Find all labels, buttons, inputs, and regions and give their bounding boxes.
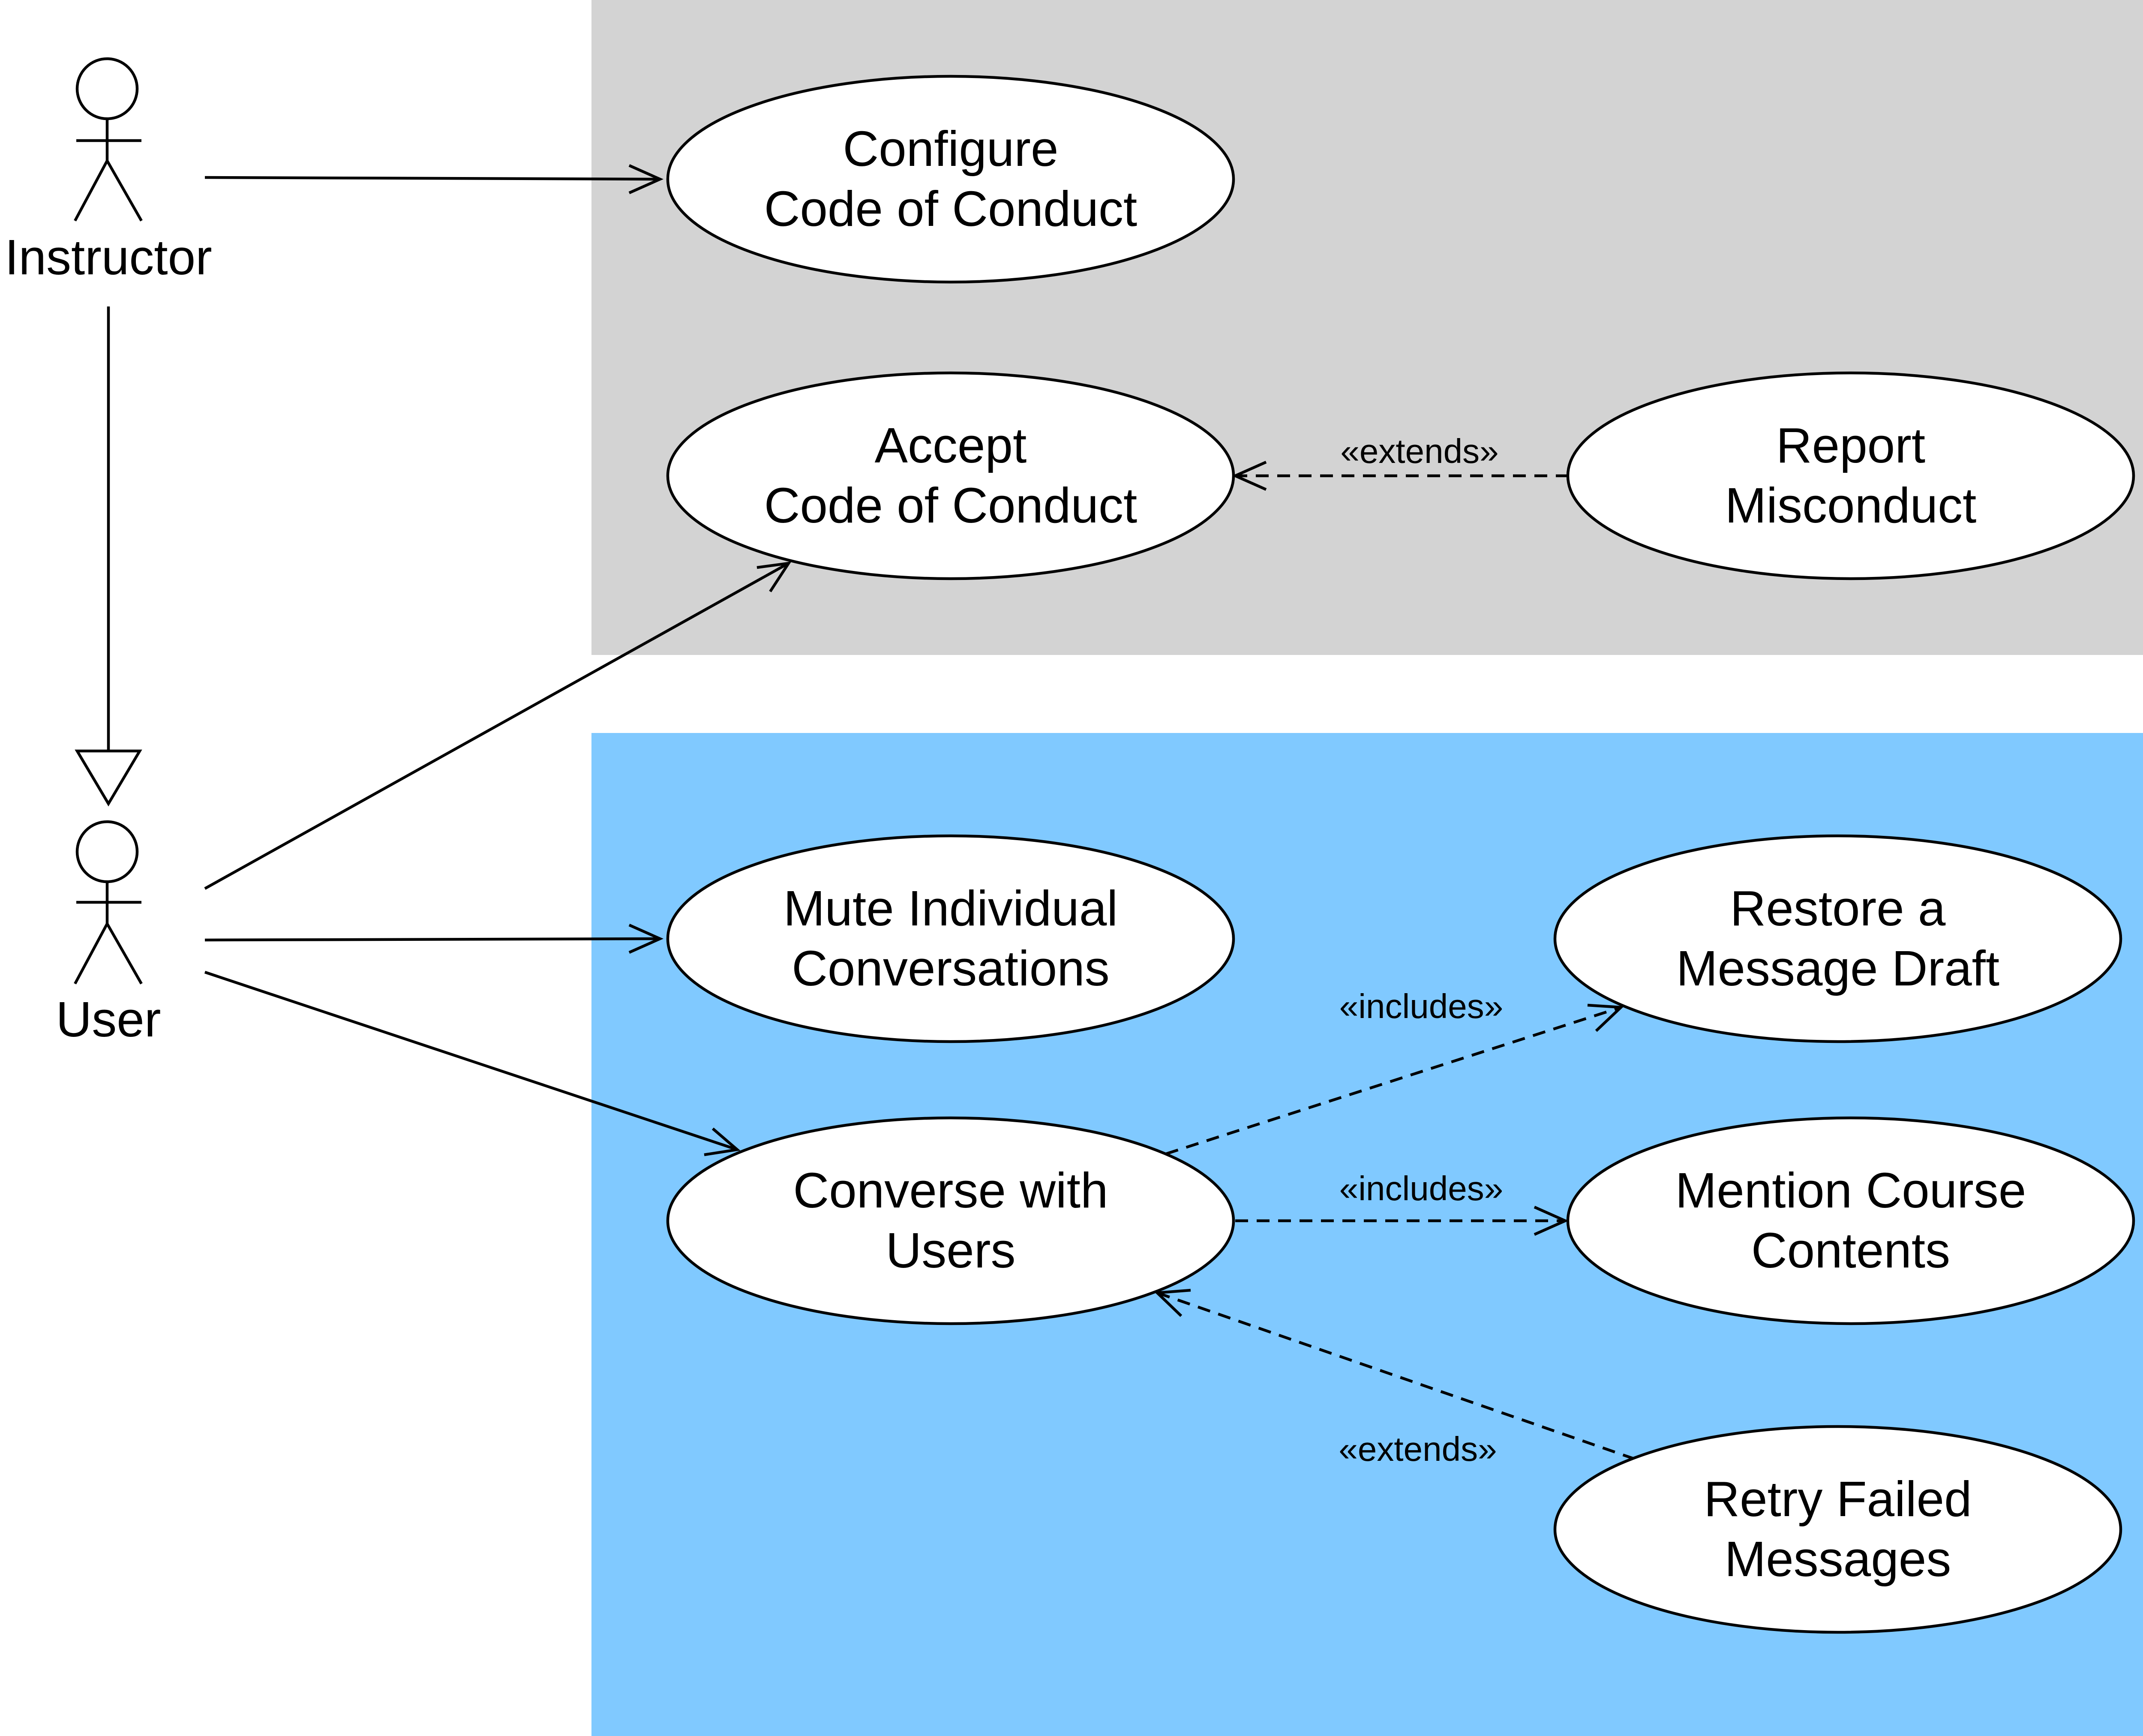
svg-text:Message Draft: Message Draft: [1676, 940, 1999, 996]
use-case-accept-coc[interactable]: Accept Code of Conduct: [666, 371, 1235, 580]
instructor-label: Instructor: [5, 229, 212, 285]
extends-retry-converse: «extends»: [1154, 1288, 1636, 1468]
includes-label-restore: «includes»: [1339, 987, 1504, 1025]
svg-text:Messages: Messages: [1725, 1531, 1951, 1587]
generalization-arrow: [75, 306, 142, 807]
use-case-converse-users[interactable]: Converse with Users: [666, 1116, 1235, 1325]
includes-label-mention: «includes»: [1339, 1169, 1504, 1207]
svg-text:Report: Report: [1776, 417, 1925, 473]
assoc-user-accept: [204, 561, 792, 890]
user-label: User: [56, 991, 161, 1047]
use-case-mention-contents[interactable]: Mention Course Contents: [1566, 1116, 2135, 1325]
assoc-user-mute: [204, 924, 664, 954]
includes-converse-mention: «includes»: [1235, 1169, 1569, 1236]
svg-text:Retry Failed: Retry Failed: [1704, 1471, 1972, 1527]
extends-report-accept: «extends»: [1231, 432, 1569, 491]
user-actor[interactable]: User: [56, 820, 161, 1047]
svg-text:Code of Conduct: Code of Conduct: [764, 478, 1138, 533]
svg-text:Mute Individual: Mute Individual: [783, 880, 1118, 936]
instructor-left-leg: [74, 160, 108, 222]
user-right-leg: [106, 923, 143, 985]
use-case-mute-conversations[interactable]: Mute Individual Conversations: [666, 834, 1235, 1043]
svg-text:Users: Users: [886, 1222, 1016, 1278]
svg-text:Accept: Accept: [875, 417, 1027, 473]
svg-text:Conversations: Conversations: [792, 940, 1109, 996]
user-head: [75, 820, 139, 883]
extends-label-retry: «extends»: [1339, 1430, 1497, 1468]
use-case-configure-coc[interactable]: Configure Code of Conduct: [666, 75, 1235, 284]
use-case-restore-draft[interactable]: Restore a Message Draft: [1553, 834, 2122, 1043]
svg-text:Configure: Configure: [843, 121, 1059, 177]
includes-converse-restore: «includes»: [1165, 987, 1624, 1156]
user-left-leg: [74, 923, 108, 985]
extends-label-report: «extends»: [1340, 432, 1498, 470]
instructor-actor[interactable]: Instructor: [5, 57, 212, 285]
use-case-retry-messages[interactable]: Retry Failed Messages: [1553, 1425, 2122, 1634]
assoc-instructor-configure: [204, 164, 664, 194]
instructor-right-leg: [106, 160, 143, 222]
svg-text:Restore a: Restore a: [1730, 880, 1946, 936]
svg-text:Misconduct: Misconduct: [1725, 478, 1977, 533]
svg-text:Code of Conduct: Code of Conduct: [764, 181, 1138, 237]
svg-text:Contents: Contents: [1751, 1222, 1950, 1278]
instructor-head: [75, 57, 139, 120]
svg-text:Converse with: Converse with: [793, 1162, 1108, 1218]
assoc-user-converse: [204, 970, 741, 1156]
use-case-report-misconduct[interactable]: Report Misconduct: [1566, 371, 2135, 580]
svg-text:Mention Course: Mention Course: [1675, 1162, 2026, 1218]
